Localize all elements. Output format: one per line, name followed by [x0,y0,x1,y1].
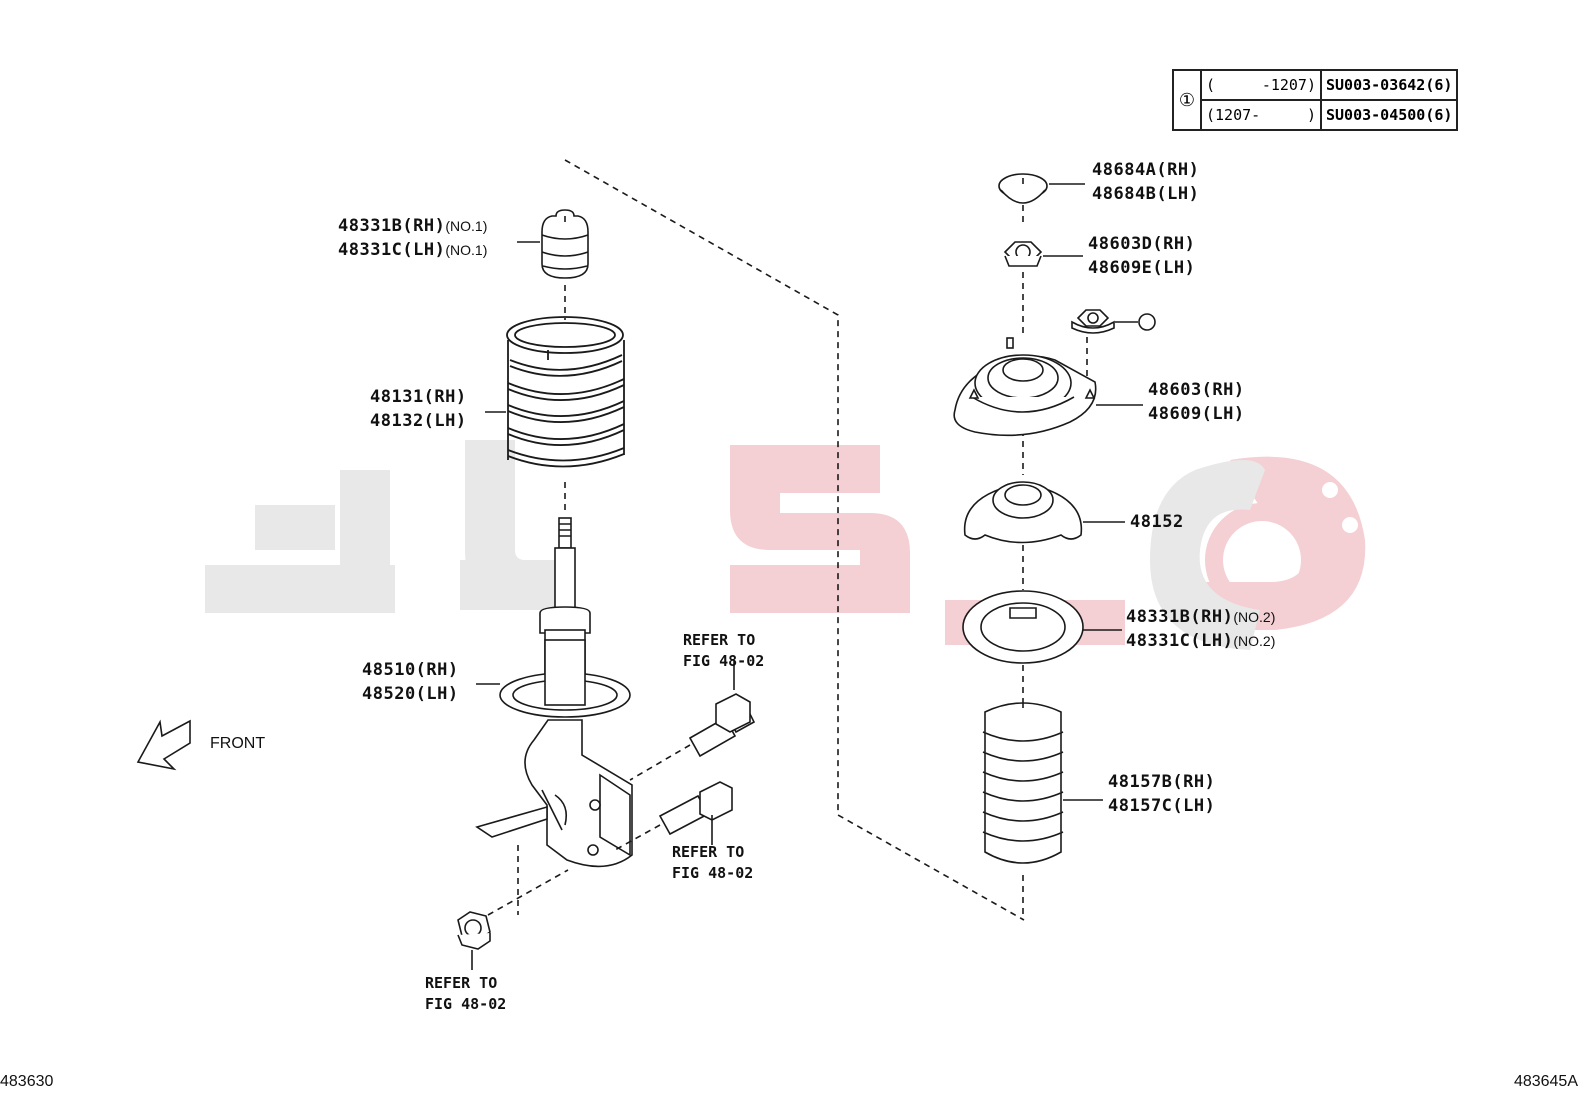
part-number-lh: 48132(LH) [370,411,467,431]
note-row: ① ( -1207) SU003-03642(6) [1172,69,1459,131]
part-number-rh: 48157B(RH) [1108,772,1216,792]
reference-line: REFER TO [672,843,745,861]
coil-spring [506,316,625,468]
cap [998,173,1048,204]
reference-bolt-upper: REFER TO FIG 48-02 [683,630,764,672]
part-number-lh: 48609(LH) [1148,404,1245,424]
label-bump-stopper-no1: 48331B(RH)(NO.1) 48331C(LH)(NO.1) [338,214,487,262]
label-spring-insulator-no2: 48331B(RH)(NO.2) 48331C(LH)(NO.2) [1126,605,1275,653]
lower-nut [457,911,491,950]
part-number-rh: 48603D(RH) [1088,234,1196,254]
reference-nut-lower: REFER TO FIG 48-02 [425,973,506,1015]
label-coil-spring: 48131(RH) 48132(LH) [370,385,467,433]
range-cell: (1207-) [1200,99,1322,131]
flange-nut-small [1071,309,1115,334]
part-code: SU003-03642(6) [1319,69,1459,101]
reference-figure: FIG 48-02 [683,652,765,670]
label-top-nut: 48603D(RH) 48609E(LH) [1088,232,1195,280]
label-shock-absorber: 48510(RH) 48520(LH) [362,658,459,706]
part-number-rh: 48510(RH) [362,660,459,680]
spring-insulator-no2 [962,590,1084,664]
strut-mount [953,337,1097,437]
dust-boot [982,700,1064,864]
figure-id-right: 483645A [1513,1073,1578,1090]
part-qualifier: (NO.1) [445,242,488,258]
label-dust-boot: 48157B(RH) 48157C(LH) [1108,770,1215,818]
part-number-lh: 48609E(LH) [1088,258,1196,278]
reference-figure: FIG 48-02 [425,995,507,1013]
part-number: 48152 [1130,512,1184,532]
top-nut [1003,241,1043,267]
part-qualifier: (NO.2) [1233,609,1276,625]
front-arrow-icon [136,719,191,771]
bump-stopper-no1 [541,209,589,279]
label-spring-seat: 48152 [1130,510,1184,534]
spring-seat [963,481,1083,544]
reference-line: REFER TO [425,974,498,992]
range-open: ( [1206,76,1216,94]
part-number-lh: 48520(LH) [362,684,459,704]
range-value: -1207) [1261,76,1316,94]
part-number-rh: 48331B(RH) [338,216,446,236]
part-number-lh: 48331C(LH) [1126,631,1234,651]
shock-absorber [475,517,633,868]
part-code: SU003-04500(6) [1319,99,1459,131]
note-row: (1207-) SU003-04500(6) [1173,99,1459,131]
range-value: ) [1306,106,1316,124]
label-cap: 48684A(RH) 48684B(LH) [1092,158,1199,206]
part-number-rh: 48603(RH) [1148,380,1245,400]
part-number-lh: 48331C(LH) [338,240,446,260]
part-qualifier: (NO.1) [445,218,488,234]
range-cell: ( -1207) [1200,69,1322,101]
part-number-lh: 48157C(LH) [1108,796,1216,816]
label-strut-mount: 48603(RH) 48609(LH) [1148,378,1245,426]
reference-line: REFER TO [683,631,756,649]
reference-bolt-lower: REFER TO FIG 48-02 [672,842,753,884]
part-number-rh: 48684A(RH) [1092,160,1200,180]
part-number-rh: 48331B(RH) [1126,607,1234,627]
range-open: (1207- [1206,106,1261,124]
reference-figure: FIG 48-02 [672,864,754,882]
circled-one-mark: ① [1172,69,1202,131]
bolt-upper [688,693,756,758]
figure-id-left: 483630 [0,1073,54,1090]
bolt-lower [658,781,733,836]
front-label: FRONT [210,735,266,752]
part-number-rh: 48131(RH) [370,387,467,407]
part-number-lh: 48684B(LH) [1092,184,1200,204]
part-qualifier: (NO.2) [1233,633,1276,649]
serial-note-table: ① ( -1207) SU003-03642(6) (1207-) SU003-0… [1172,69,1459,131]
